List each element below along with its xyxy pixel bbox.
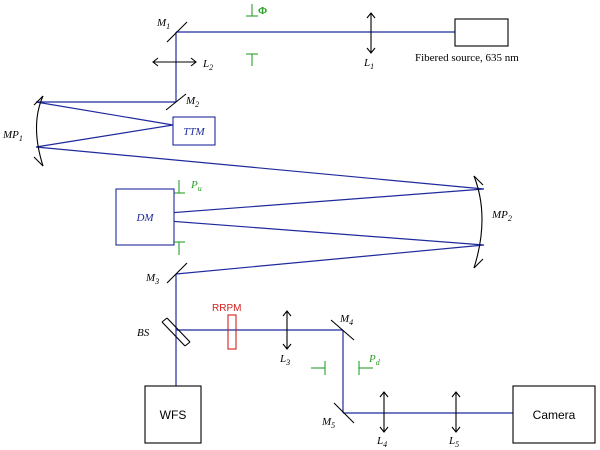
ttm-box: [172, 116, 216, 146]
pu-pupil-marker: [173, 180, 185, 194]
mirror-m3: [166, 262, 188, 284]
beam-splitter-bs: [161, 317, 191, 347]
camera-box: [512, 385, 596, 444]
lens-l4: [379, 391, 389, 433]
lens-l4-label: L4: [376, 435, 387, 449]
pupil-marker-top-lower: [246, 53, 258, 66]
lens-l3-label: L3: [279, 353, 290, 367]
fibered-source-label: Fibered source, 635 nm: [415, 52, 519, 64]
pupil-marker-dm-lower: [173, 241, 185, 255]
mirror-m4: [330, 319, 355, 341]
mirror-m1-label: M1: [156, 17, 170, 31]
mirror-mp1-label: MP1: [2, 129, 23, 143]
lens-l5-label: L5: [448, 435, 459, 449]
l2-translation-arrow: [152, 57, 197, 67]
beam-splitter-label: BS: [137, 327, 150, 339]
mirror-m1: [166, 21, 188, 43]
lens-l5: [451, 391, 461, 433]
rrpm-plate: [227, 314, 237, 350]
parabolic-mirror-mp1: [33, 95, 44, 167]
mirror-m5-label: M5: [321, 416, 335, 430]
parabolic-mirror-mp2: [473, 175, 484, 269]
ttm-label: TTM: [183, 126, 205, 138]
rrpm-label: RRPM: [212, 303, 241, 314]
mirror-m3-label: M3: [145, 272, 159, 286]
wfs-box: [144, 385, 202, 444]
mirror-m4-label: M4: [339, 313, 353, 327]
phi-pupil-marker: [246, 4, 258, 17]
phi-label: Φ: [258, 5, 267, 17]
lens-l1: [366, 12, 376, 54]
lens-l2-label: L2: [202, 58, 213, 72]
camera-label: Camera: [533, 408, 576, 422]
beam-mp-relay: [35, 101, 485, 275]
lens-l3: [282, 310, 292, 350]
pd-label: Pd: [368, 353, 381, 367]
fibered-source-box: [454, 18, 509, 47]
pupil-marker-pd-left: [311, 361, 326, 375]
pd-pupil-marker: [358, 361, 373, 375]
pu-label: Pu: [190, 179, 202, 193]
lens-l1-label: L1: [363, 57, 374, 71]
mirror-m5: [333, 402, 355, 424]
wfs-label: WFS: [160, 408, 187, 422]
dm-box: [115, 188, 175, 246]
mirror-m2-label: M2: [185, 95, 199, 109]
mirror-m2: [165, 93, 187, 111]
mirror-mp2-label: MP2: [491, 209, 512, 223]
dm-label: DM: [135, 212, 154, 224]
beam-paths: [35, 31, 513, 414]
